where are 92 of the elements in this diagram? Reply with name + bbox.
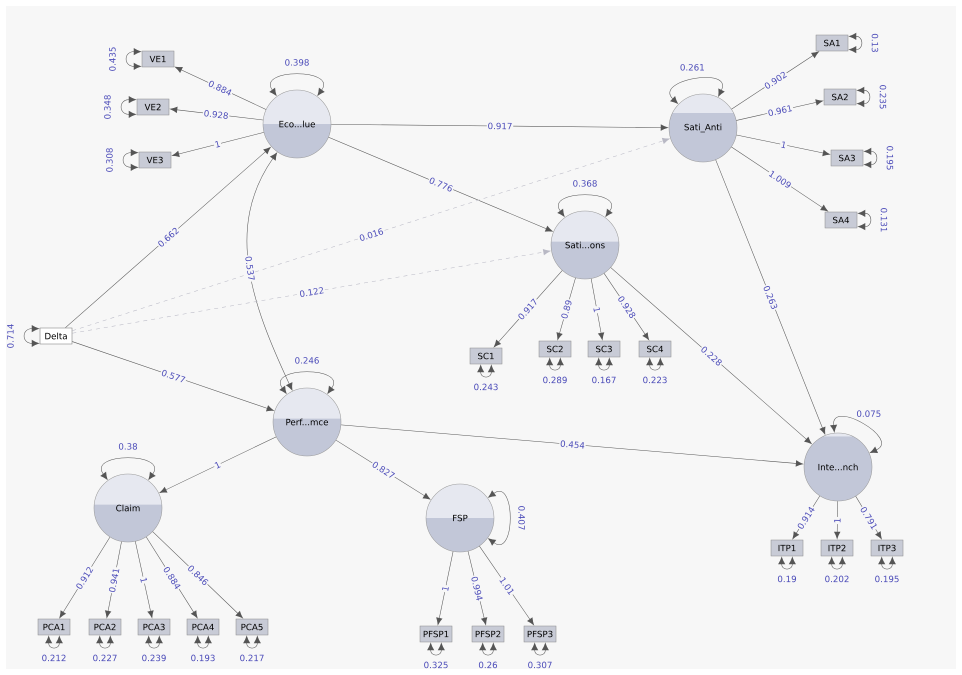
- edge-label: 1: [592, 306, 602, 314]
- path-arrow: [172, 132, 264, 157]
- edge-label: 0.075: [856, 410, 882, 418]
- variance-loop: [595, 358, 613, 370]
- variance-loop: [126, 48, 142, 70]
- variance-loop: [122, 149, 138, 171]
- edge-label: 0.577: [160, 368, 188, 384]
- indicator-box: SC4: [638, 340, 672, 358]
- path-arrow: [436, 551, 454, 626]
- edge-label: 1: [212, 460, 222, 470]
- variance-loop: [427, 642, 445, 656]
- variance-loop: [100, 457, 156, 480]
- indicator-box: PCA4: [186, 618, 220, 636]
- variance-loop: [145, 636, 163, 648]
- path-arrow: [736, 134, 830, 156]
- variance-loop: [670, 77, 725, 104]
- variance-loop: [830, 416, 882, 454]
- edge-label: 1: [139, 576, 148, 584]
- variance-loop: [558, 194, 613, 217]
- variance-loop: [858, 210, 872, 230]
- variance-loop: [243, 636, 261, 648]
- path-arrow: [331, 124, 668, 131]
- edge-label: 1: [213, 139, 222, 149]
- indicator-box: SA3: [830, 150, 864, 166]
- variance-loop: [646, 358, 664, 370]
- indicator-box: ITP3: [870, 540, 904, 556]
- variance-loop: [878, 556, 896, 570]
- edge-label: 0.407: [518, 504, 526, 532]
- variance-loop: [778, 556, 796, 570]
- variance-loop: [856, 86, 870, 108]
- indicator-box: SC1: [470, 348, 502, 364]
- indicator-box: SA2: [824, 88, 856, 106]
- variable-box: Delta: [40, 328, 72, 344]
- indicator-box: PFSP3: [524, 626, 556, 642]
- variance-loop: [488, 490, 511, 546]
- path-arrow: [135, 541, 154, 618]
- edge-label: 1: [779, 140, 788, 150]
- indicator-box: VE3: [138, 152, 172, 168]
- variance-loop: [45, 636, 63, 648]
- variance-loop: [531, 642, 549, 656]
- variance-loop: [546, 358, 564, 370]
- variance-loop: [24, 325, 40, 347]
- path-arrow: [72, 249, 551, 334]
- variance-loop: [270, 73, 324, 96]
- edge-label: 0.994: [470, 574, 484, 602]
- indicator-box: PCA2: [88, 618, 122, 636]
- variance-loop: [194, 636, 212, 648]
- indicator-box: PCA3: [138, 618, 170, 636]
- indicator-box: SC2: [538, 340, 572, 358]
- indicator-box: PCA5: [236, 618, 268, 636]
- path-arrow: [715, 160, 826, 434]
- edge-label: 1: [440, 584, 450, 593]
- indicator-box: VE1: [142, 50, 174, 68]
- indicator-box: PFSP2: [472, 626, 504, 642]
- indicator-box: SA4: [824, 212, 858, 228]
- variance-loop: [120, 96, 136, 118]
- edge-label: 0.961: [766, 104, 794, 118]
- path-arrow: [72, 138, 670, 332]
- edge-label: 0.928: [202, 108, 230, 120]
- path-arrow: [160, 436, 276, 493]
- variance-loop: [477, 364, 495, 378]
- path-arrow: [834, 501, 840, 539]
- indicator-box: VE2: [136, 98, 170, 116]
- indicator-box: PFSP1: [420, 626, 452, 642]
- path-arrow: [246, 152, 292, 390]
- variance-loop: [96, 636, 114, 648]
- path-arrow: [610, 267, 812, 444]
- edge-label: 0.122: [298, 286, 326, 298]
- path-arrow: [590, 278, 604, 340]
- variance-loop: [280, 371, 334, 394]
- indicator-box: SC3: [588, 340, 620, 358]
- edge-label: 0.537: [244, 254, 256, 282]
- edge-label: 0.454: [559, 439, 586, 450]
- variance-loop: [828, 556, 846, 570]
- indicator-box: PCA1: [38, 618, 70, 636]
- path-arrow: [340, 424, 804, 467]
- edge-label: 0.016: [358, 226, 386, 243]
- indicator-box: ITP2: [820, 540, 854, 556]
- path-arrow: [65, 147, 271, 328]
- path-arrow: [328, 137, 553, 232]
- indicator-box: SA1: [816, 34, 848, 52]
- edge-label: 0.776: [427, 176, 455, 194]
- path-arrow: [72, 341, 274, 412]
- path-arrow: [556, 278, 576, 340]
- edge-label: 0.89: [560, 298, 574, 320]
- indicator-box: ITP1: [770, 540, 804, 556]
- variance-loop: [848, 32, 862, 54]
- variance-loop: [864, 148, 878, 168]
- edge-label: 0.941: [108, 566, 121, 594]
- edge-label: 0.263: [762, 284, 780, 312]
- path-arrow: [479, 546, 534, 626]
- variance-loop: [479, 642, 497, 656]
